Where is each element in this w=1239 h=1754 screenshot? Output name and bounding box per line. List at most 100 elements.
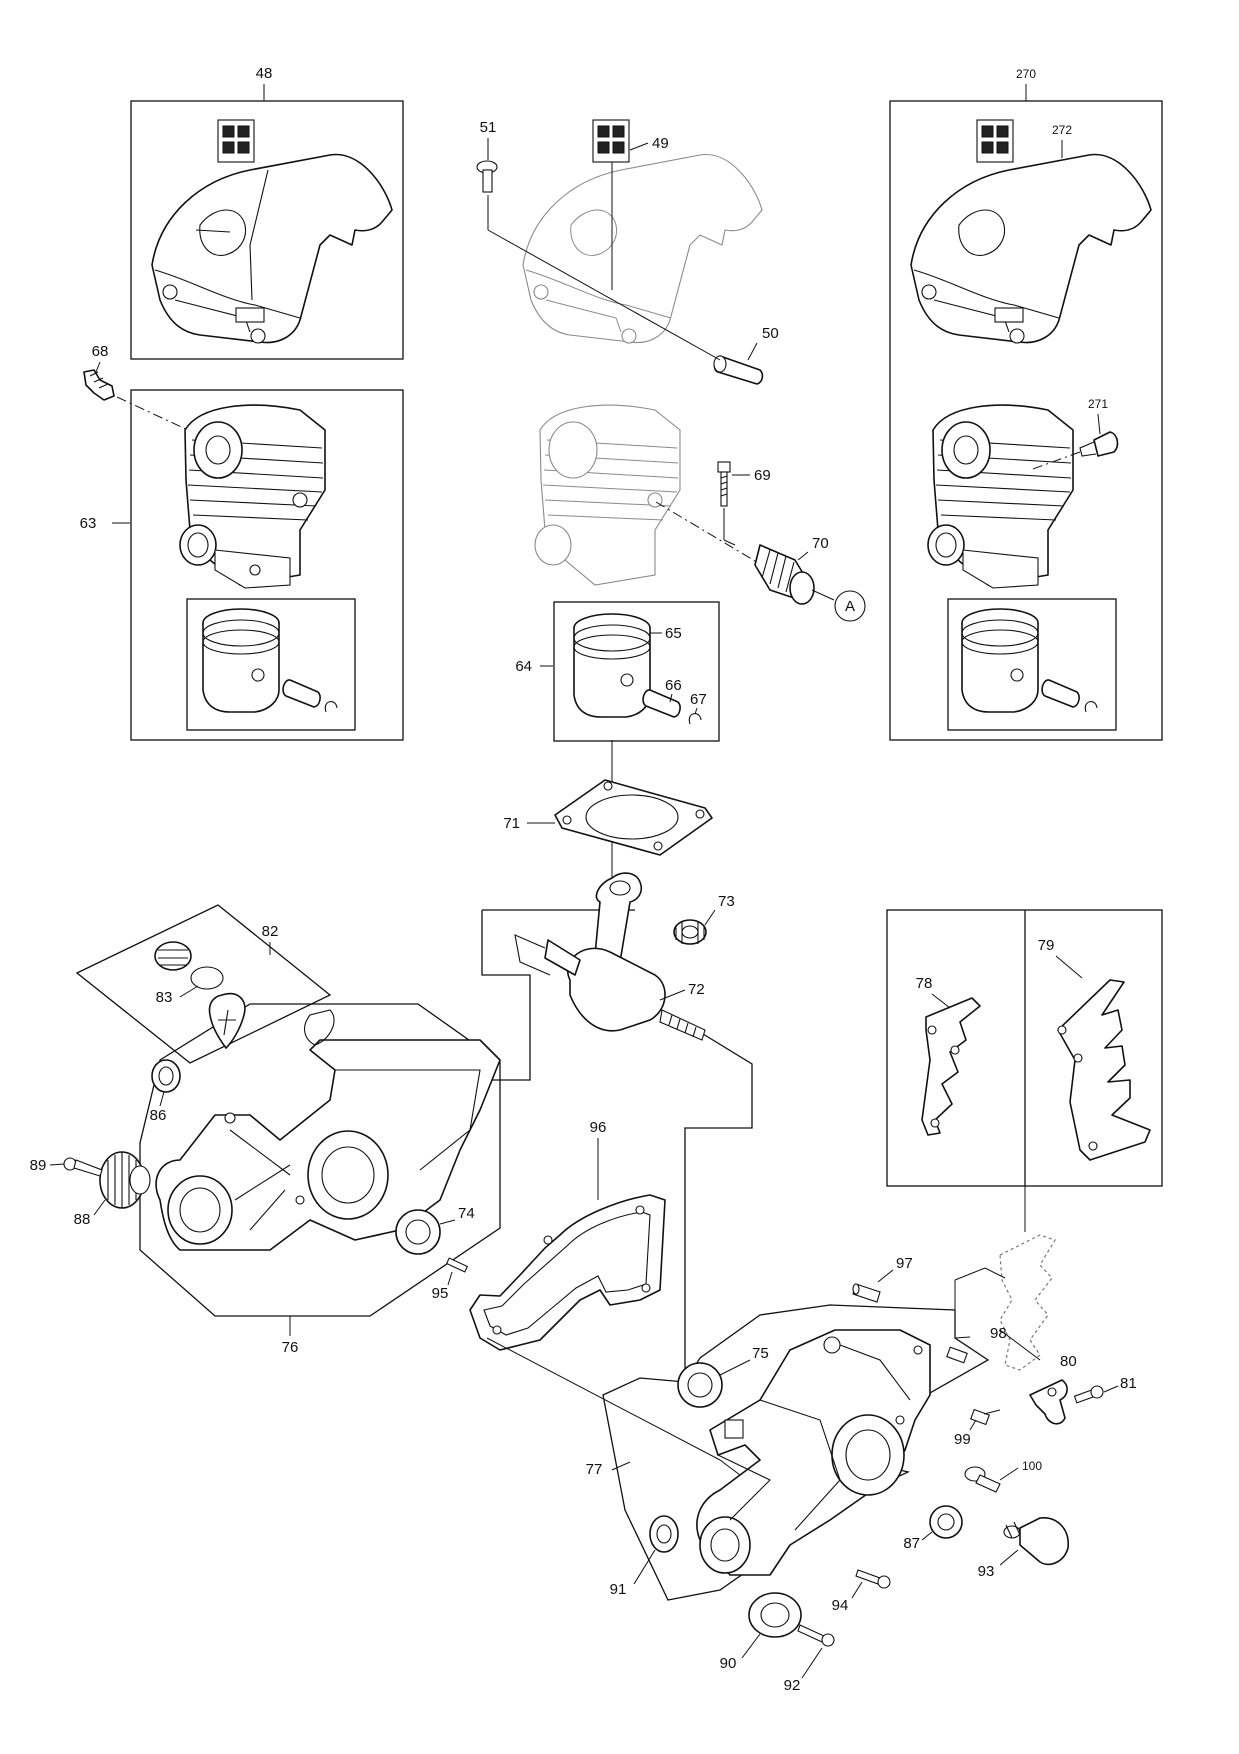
screw-part-94 <box>855 1569 891 1589</box>
callout-87: 87 <box>903 1535 920 1552</box>
cylinder-right <box>927 404 1074 589</box>
piston-left <box>202 608 338 713</box>
callout-49: 49 <box>652 135 669 152</box>
callout-91: 91 <box>610 1581 627 1598</box>
crankcase-half-part-76 <box>155 1009 501 1251</box>
insert-part-50 <box>713 355 764 385</box>
callout-270: 270 <box>1016 67 1036 81</box>
spike-bumper-part-79 <box>1057 979 1151 1161</box>
decompression-valve-part-68 <box>83 369 115 401</box>
callout-68: 68 <box>92 343 109 360</box>
callout-64: 64 <box>515 658 532 675</box>
decal-right <box>976 119 1014 163</box>
screw-part-98 <box>946 1346 968 1364</box>
callout-50: 50 <box>762 325 779 342</box>
cylinder-ghost-center <box>534 404 681 586</box>
crankcase-half-part-77 <box>696 1329 931 1576</box>
callout-48: 48 <box>256 65 273 82</box>
group-box-64 <box>553 601 720 742</box>
piston-box-left <box>186 598 356 731</box>
callout-67: 67 <box>690 691 707 708</box>
callout-76: 76 <box>282 1339 299 1356</box>
group-box-82 <box>75 904 332 1064</box>
dotted-bumper-outline <box>999 1234 1056 1371</box>
screw-part-69 <box>717 461 731 507</box>
crank-right-outline <box>684 1025 753 1382</box>
callout-94: 94 <box>832 1597 849 1614</box>
gasket-part-71 <box>554 779 713 856</box>
ref-marker-circle <box>834 590 866 622</box>
callout-75: 75 <box>752 1345 769 1362</box>
cylinder-part-63 <box>179 404 326 589</box>
callout-82: 82 <box>262 923 279 940</box>
seal-part-91 <box>649 1515 679 1553</box>
callout-272: 272 <box>1052 123 1072 137</box>
cylinder-cover-part-272 <box>910 153 1152 344</box>
seal-part-83 <box>190 966 246 1049</box>
oil-cap-part-82 <box>154 941 192 971</box>
crankshaft-part-72 <box>514 872 706 1041</box>
piston-box-right <box>947 598 1117 731</box>
callout-97: 97 <box>896 1255 913 1272</box>
callout-77: 77 <box>586 1461 603 1478</box>
callout-69: 69 <box>754 467 771 484</box>
callout-100: 100 <box>1022 1459 1042 1473</box>
callout-73: 73 <box>718 893 735 910</box>
oil-seal-part-86 <box>151 1059 181 1093</box>
callout-66: 66 <box>665 677 682 694</box>
callout-96: 96 <box>590 1119 607 1136</box>
callout-88: 88 <box>74 1211 91 1228</box>
needle-bearing-part-73 <box>673 919 707 945</box>
callout-93: 93 <box>978 1563 995 1580</box>
cap-part-90 <box>748 1592 802 1638</box>
callout-89: 89 <box>30 1157 47 1174</box>
decompression-valve-part-271 <box>1079 431 1119 457</box>
bearing-part-74 <box>395 1209 441 1255</box>
callout-79: 79 <box>1038 937 1055 954</box>
bearing-part-75 <box>677 1362 723 1408</box>
piston-center <box>573 613 702 725</box>
plug-part-93 <box>1003 1517 1069 1566</box>
decal-part-49 <box>592 119 630 163</box>
ref-marker-label: A <box>845 598 855 615</box>
screw-part-89 <box>63 1157 103 1177</box>
intake-flange-part-70 <box>754 544 815 605</box>
callout-86: 86 <box>150 1107 167 1124</box>
callout-74: 74 <box>458 1205 475 1222</box>
cylinder-cover-part-48 <box>151 153 393 344</box>
bracket-part-80 <box>1029 1379 1068 1425</box>
bolt-part-100 <box>964 1466 1001 1493</box>
callout-72: 72 <box>688 981 705 998</box>
decal-part-48 <box>217 119 255 163</box>
callout-95: 95 <box>432 1285 449 1302</box>
seal-part-87 <box>929 1505 963 1539</box>
callout-81: 81 <box>1120 1375 1137 1392</box>
callout-65: 65 <box>665 625 682 642</box>
screw-part-51 <box>476 160 498 193</box>
screw-part-81 <box>1073 1385 1104 1404</box>
spike-bumper-part-78 <box>921 997 981 1136</box>
piston-right <box>961 608 1098 713</box>
callout-99: 99 <box>954 1431 971 1448</box>
callout-78: 78 <box>916 975 933 992</box>
callout-63: 63 <box>80 515 97 532</box>
oil-pump-part-88 <box>99 1151 151 1209</box>
gasket-part-96 <box>469 1194 666 1351</box>
callout-90: 90 <box>720 1655 737 1672</box>
group-box-63 <box>130 389 404 741</box>
group-box-48 <box>130 100 404 360</box>
group-box-76 <box>139 1003 501 1317</box>
callout-83: 83 <box>156 989 173 1006</box>
cylinder-cover-ghost <box>522 154 763 344</box>
pin-part-95 <box>445 1257 469 1273</box>
pin-part-97 <box>852 1283 881 1303</box>
callout-labels: 48 51 49 50 270 272 271 68 63 69 70 65 6… <box>30 65 1137 1694</box>
callout-71: 71 <box>503 815 520 832</box>
callout-80: 80 <box>1060 1353 1077 1370</box>
callout-271: 271 <box>1088 397 1108 411</box>
screw-part-92 <box>797 1624 835 1647</box>
callout-98: 98 <box>990 1325 1007 1342</box>
callout-92: 92 <box>784 1677 801 1694</box>
screw-part-99 <box>970 1408 990 1426</box>
